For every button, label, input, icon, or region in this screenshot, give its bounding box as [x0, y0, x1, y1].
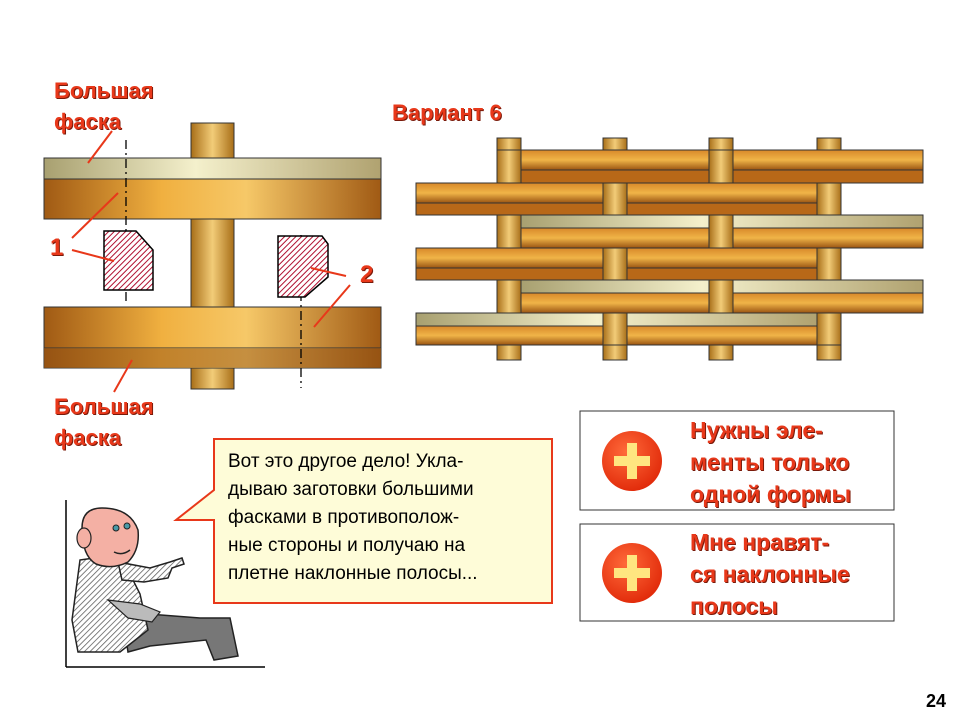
- pointing-arm: [117, 557, 185, 583]
- fence-post-overlap: [602, 247, 628, 281]
- label-variant: Вариант 6: [392, 100, 502, 125]
- leader-2a: [310, 267, 347, 277]
- woven-fence: [415, 137, 924, 361]
- profile-section-2: [277, 235, 329, 298]
- leader-2b: [313, 284, 351, 328]
- bottom-plank-chamfer-shade: [44, 348, 381, 368]
- leader-top-chamfer: [87, 130, 113, 164]
- resting-arm: [106, 599, 161, 623]
- fence-post-overlap: [708, 214, 734, 249]
- fence-post-overlap: [816, 182, 842, 216]
- legs: [121, 611, 239, 661]
- mouth: [113, 549, 131, 555]
- speech-text: Вот это другое дело! Укла- дываю заготов…: [228, 451, 478, 584]
- label-bottom-chamfer: Большая фаска: [54, 394, 154, 450]
- top-plank: [43, 178, 382, 220]
- top-plank-chamfer: [43, 157, 382, 180]
- profile-section-1: [103, 230, 154, 291]
- page-number: 24: [925, 691, 946, 711]
- fence-post-overlap: [816, 312, 842, 346]
- label-top-chamfer: Большая фаска: [54, 78, 154, 134]
- fence-post-overlap: [496, 214, 522, 249]
- label-number-2: 2: [360, 261, 374, 288]
- panel-text-1: Нужны эле- менты только одной формы: [690, 417, 852, 507]
- panel-text-2: Мне нравят- ся наклонные полосы: [690, 529, 850, 619]
- fence-post-overlap: [708, 149, 734, 184]
- fence-post-overlap: [816, 247, 842, 281]
- speech-bubble: [173, 438, 553, 604]
- bottom-plank: [43, 306, 382, 349]
- leader-1b: [71, 249, 115, 262]
- eye: [112, 524, 120, 532]
- eye: [123, 522, 131, 530]
- head: [81, 507, 140, 568]
- left-assembly: [43, 122, 382, 393]
- ear: [76, 527, 92, 549]
- fence-post-overlap: [496, 279, 522, 314]
- plus-icon: [602, 543, 662, 603]
- fence-post-overlap: [496, 149, 522, 184]
- plus-icon: [602, 431, 662, 491]
- leader-bottom-chamfer: [113, 359, 133, 393]
- cartoon-person: [65, 500, 265, 668]
- fence-post-overlap: [602, 312, 628, 346]
- leader-1a: [71, 192, 119, 239]
- fence-post-overlap: [602, 182, 628, 216]
- label-number-1: 1: [50, 234, 64, 261]
- fence-post-overlap: [708, 279, 734, 314]
